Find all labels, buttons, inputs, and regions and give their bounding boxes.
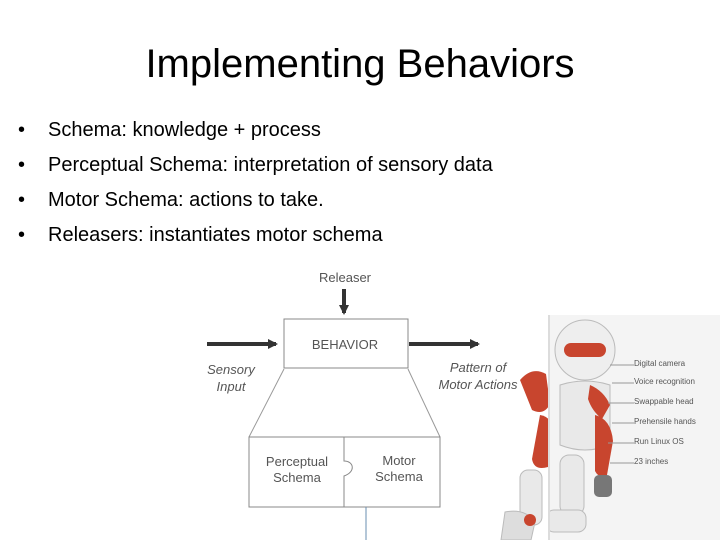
behavior-box bbox=[283, 318, 409, 369]
bullet-item: •Motor Schema: actions to take. bbox=[18, 189, 324, 211]
bullet-item: •Releasers: instantiates motor schema bbox=[18, 224, 383, 246]
robot-illustration bbox=[550, 319, 634, 533]
bullet-item: •Perceptual Schema: interpretation of se… bbox=[18, 154, 493, 176]
puzzle-divider bbox=[343, 437, 353, 507]
callout-label: Run Linux OS bbox=[634, 437, 684, 446]
pattern-label-line2: Motor Actions bbox=[439, 377, 518, 392]
perceptual-label-line1: Perceptual bbox=[266, 454, 328, 469]
behavior-label: BEHAVIOR bbox=[312, 337, 378, 352]
robot-image-panel: Digital camera Voice recognition Swappab… bbox=[548, 315, 720, 540]
motor-label-line2: Schema bbox=[375, 469, 423, 484]
funnel-right bbox=[407, 368, 441, 438]
callout-label: Prehensile hands bbox=[634, 417, 696, 426]
bullet-item: •Schema: knowledge + process bbox=[18, 119, 321, 141]
callout-label: 23 inches bbox=[634, 457, 669, 466]
bullet-list: •Schema: knowledge + process •Perceptual… bbox=[18, 113, 493, 253]
sensory-label-line2: Input bbox=[217, 379, 247, 394]
perceptual-label-line2: Schema bbox=[273, 470, 321, 485]
pattern-label-line1: Pattern of bbox=[450, 360, 508, 375]
funnel-left bbox=[248, 368, 285, 438]
callout-label: Voice recognition bbox=[634, 377, 695, 386]
robot-figure bbox=[500, 371, 554, 540]
slide-title: Implementing Behaviors bbox=[145, 42, 575, 86]
motor-label-line1: Motor bbox=[382, 453, 416, 468]
callout-label: Digital camera bbox=[634, 359, 686, 368]
releaser-label: Releaser bbox=[319, 270, 372, 285]
callout-label: Swappable head bbox=[634, 397, 694, 406]
sensory-label-line1: Sensory bbox=[207, 362, 256, 377]
